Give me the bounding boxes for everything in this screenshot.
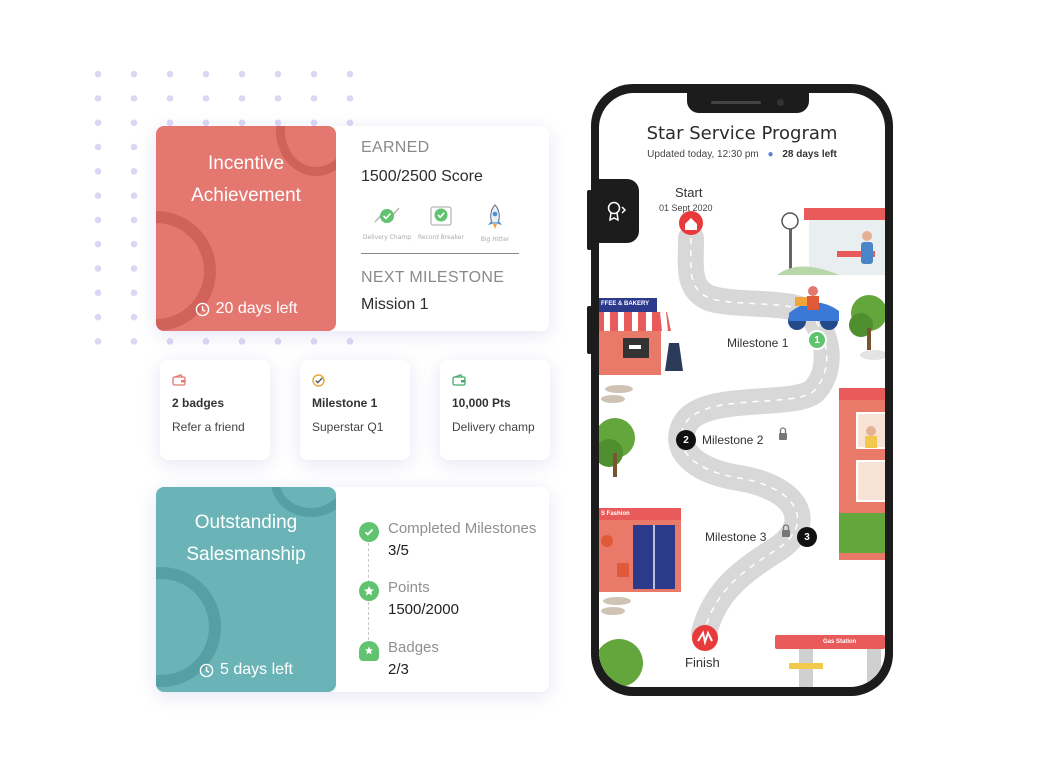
record-breaker-badge: Record Breaker — [415, 204, 467, 243]
stat-card-title: 10,000 Pts — [452, 396, 511, 410]
earned-badges-row: Delivery Champ Record Breaker Big Hitter — [361, 204, 521, 243]
ribbon-badge-icon — [359, 641, 379, 661]
start-date: 01 Sept 2020 — [659, 203, 713, 213]
journey-map-illustration — [599, 208, 885, 687]
big-hitter-rocket-icon — [488, 204, 502, 229]
program-title: Star Service Program — [646, 123, 838, 144]
check-circle-icon — [359, 522, 379, 542]
points-value: 1500/2000 — [388, 601, 459, 618]
incentive-achievement-card[interactable]: Incentive Achievement 20 days left EARNE… — [156, 126, 549, 331]
big-hitter-badge: Big Hitter — [469, 204, 521, 243]
decorative-ring — [276, 126, 336, 176]
rewards-drawer-tab[interactable] — [599, 179, 639, 243]
earned-score: 1500/2500 Score — [361, 168, 483, 185]
completed-milestones-value: 3/5 — [388, 542, 409, 559]
stat-card-subtitle: Superstar Q1 — [312, 420, 384, 434]
wallet-icon — [172, 374, 186, 386]
stat-card-subtitle: Delivery champ — [452, 420, 535, 434]
incentive-hero-panel: Incentive Achievement 20 days left — [156, 126, 336, 331]
star-circle-icon — [359, 581, 379, 601]
phone-side-button — [587, 190, 592, 250]
wallet-green-icon — [452, 374, 466, 386]
points-item: Points 1500/2000 — [359, 579, 459, 618]
phone-screen: Star Service Program Updated today, 12:3… — [599, 93, 885, 687]
incentive-title-line1: Incentive — [207, 153, 285, 174]
phone-camera — [777, 99, 784, 106]
milestone-2-marker[interactable]: 2 — [676, 430, 696, 450]
big-hitter-label: Big Hitter — [480, 236, 510, 243]
earned-label: EARNED — [361, 139, 430, 156]
points-label: Points — [388, 579, 430, 596]
stat-card-badges[interactable]: 2 badges Refer a friend — [160, 360, 270, 460]
separator-dot: ● — [767, 149, 774, 160]
delivery-champ-badge: Delivery Champ — [361, 204, 413, 243]
gas-station-sign: Gas Station — [823, 639, 857, 645]
progress-connector — [368, 543, 369, 583]
outstanding-salesmanship-card[interactable]: Outstanding Salesmanship 5 days left Com… — [156, 487, 549, 692]
stat-card-title: Milestone 1 — [312, 396, 378, 410]
stat-card-subtitle: Refer a friend — [172, 420, 245, 434]
clock-icon — [195, 302, 209, 316]
incentive-title-line2: Achievement — [191, 185, 301, 206]
incentive-days-left-text: 20 days left — [215, 300, 298, 317]
salesmanship-days-left: 5 days left — [156, 661, 336, 679]
badges-label: Badges — [388, 639, 439, 656]
salesmanship-days-left-text: 5 days left — [220, 661, 293, 678]
clock-icon — [199, 663, 214, 677]
next-milestone-label: NEXT MILESTONE — [361, 269, 505, 286]
next-milestone-value: Mission 1 — [361, 296, 429, 313]
bakery-sign: FFEE & BAKERY — [601, 301, 650, 307]
delivery-champ-badge-icon — [374, 207, 400, 223]
milestone-1-label[interactable]: Milestone 1 — [727, 336, 789, 350]
incentive-days-left: 20 days left — [156, 300, 336, 318]
program-updated: Updated today, 12:30 pm — [647, 149, 759, 160]
phone-mockup: Star Service Program Updated today, 12:3… — [591, 84, 893, 696]
fashion-sign: S Fashion — [601, 511, 630, 517]
salesmanship-hero-panel: Outstanding Salesmanship 5 days left — [156, 487, 336, 692]
salesmanship-title-line2: Salesmanship — [186, 544, 306, 565]
card-divider — [361, 253, 519, 254]
phone-speaker — [711, 101, 761, 104]
program-subtitle: Updated today, 12:30 pm ● 28 days left — [599, 149, 885, 160]
stat-card-milestone[interactable]: Milestone 1 Superstar Q1 — [300, 360, 410, 460]
award-ribbon-icon — [607, 201, 627, 222]
program-days-left: 28 days left — [782, 149, 837, 160]
start-label: Start — [675, 185, 703, 200]
phone-side-button — [587, 306, 592, 354]
completed-milestones-label: Completed Milestones — [388, 520, 537, 537]
completed-milestones-item: Completed Milestones 3/5 — [359, 520, 536, 559]
badges-value: 2/3 — [388, 661, 409, 678]
badge-check-icon — [312, 374, 325, 387]
stat-card-title: 2 badges — [172, 396, 225, 410]
record-breaker-badge-icon — [430, 206, 452, 226]
milestone-1-marker[interactable]: 1 — [807, 330, 827, 350]
stat-card-points[interactable]: 10,000 Pts Delivery champ — [440, 360, 550, 460]
salesmanship-title-line1: Outstanding — [194, 512, 298, 533]
milestone-2-label[interactable]: Milestone 2 — [702, 433, 764, 447]
milestone-3-label[interactable]: Milestone 3 — [705, 530, 767, 544]
delivery-champ-label: Delivery Champ — [362, 234, 412, 241]
badges-item: Badges 2/3 — [359, 639, 439, 678]
record-breaker-label: Record Breaker — [418, 234, 464, 241]
finish-label: Finish — [685, 655, 720, 670]
progress-connector — [368, 602, 369, 640]
milestone-3-marker[interactable]: 3 — [797, 527, 817, 547]
